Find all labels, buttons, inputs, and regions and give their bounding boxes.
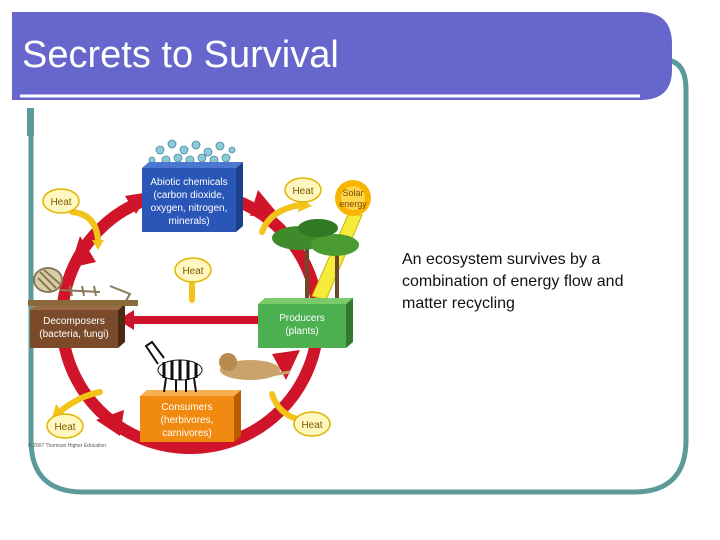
heat-label-1: Heat (50, 197, 71, 208)
skeleton-icon (33, 267, 132, 305)
decomposers-label-1: Decomposers (43, 316, 105, 327)
body-text: An ecosystem survives by a combination o… (402, 251, 624, 312)
lion-icon (219, 353, 291, 380)
consumers-label-1: Consumers (161, 402, 212, 413)
inner-arrowhead (118, 310, 134, 330)
producers-label-2: (plants) (285, 326, 318, 337)
decomposers-label-2: (bacteria, fungi) (39, 329, 108, 340)
consumers-label-2: (herbivores, (161, 415, 214, 426)
zebra-icon (144, 340, 203, 393)
frame-stub (27, 108, 34, 136)
abiotic-label-2: (carbon dioxide, (153, 190, 224, 201)
solar-label-1: Solar (342, 188, 363, 198)
copyright-note: © 2007 Thomson Higher Education (28, 442, 106, 449)
abiotic-label-1: Abiotic chemicals (150, 177, 227, 188)
consumers-label-3: carnivores) (162, 428, 211, 439)
heat-label-4: Heat (54, 422, 75, 433)
slide-title: Secrets to Survival (22, 34, 339, 76)
heat-label-3: Heat (182, 266, 203, 277)
cycle-arrowhead-1 (250, 190, 278, 216)
frame-outline (28, 57, 689, 495)
cycle-arrowhead-4 (70, 236, 96, 268)
chemical-crystals-icon (148, 139, 236, 165)
abiotic-label-4: minerals) (168, 216, 209, 227)
producers-box (258, 298, 353, 348)
heat-badge (42, 177, 331, 439)
title-bar (12, 12, 672, 100)
abiotic-label-3: oxygen, nitrogen, (151, 203, 228, 214)
trees-icon (272, 219, 359, 300)
producers-label-1: Producers (279, 313, 325, 324)
cycle-arrowhead-3 (96, 410, 124, 436)
heat-label-2: Heat (292, 186, 313, 197)
heat-label-5: Heat (301, 420, 322, 431)
abiotic-box (142, 162, 243, 232)
solar-label-2: energy (339, 199, 367, 209)
sun-icon (335, 180, 371, 216)
cycle-arrowhead-2 (272, 350, 300, 380)
consumers-box (140, 390, 241, 442)
ground-strip (28, 300, 138, 306)
